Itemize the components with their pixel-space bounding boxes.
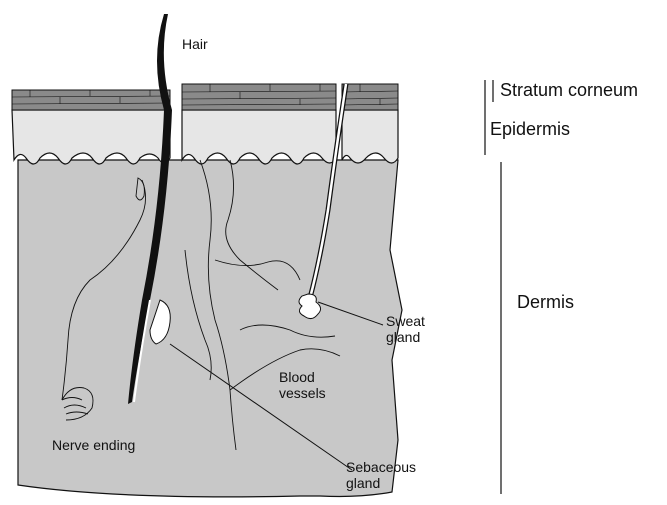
nerve-ending-label: Nerve ending [52, 437, 135, 453]
sweat-gland-label: Sweat gland [386, 313, 425, 345]
epidermis-middle [182, 110, 336, 164]
epidermis-left [12, 110, 170, 164]
layer-bracket-lines [485, 80, 501, 494]
sebaceous-gland-label: Sebaceous gland [346, 459, 416, 491]
epidermis-right [342, 110, 398, 163]
dermis-label: Dermis [517, 292, 574, 313]
stratum-corneum-layer [12, 84, 398, 110]
epidermis-label: Epidermis [490, 119, 570, 140]
blood-vessels-label: Blood vessels [279, 369, 326, 401]
hair-label: Hair [182, 36, 208, 52]
stratum-corneum-label: Stratum corneum [500, 80, 638, 101]
